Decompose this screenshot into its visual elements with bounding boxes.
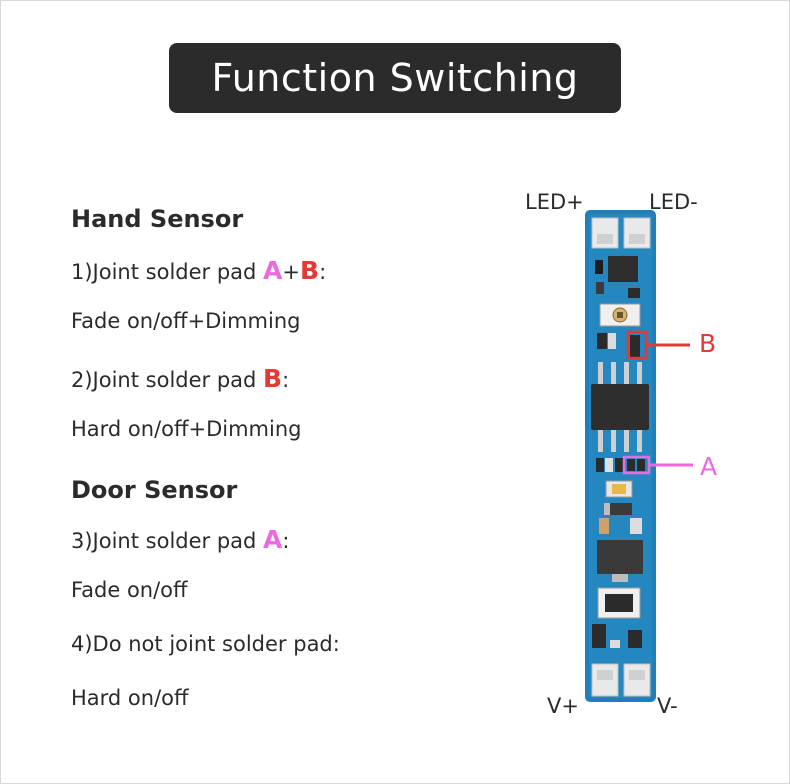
- item1-plus: +: [282, 260, 301, 284]
- item2-desc: Hard on/off+Dimming: [71, 417, 302, 441]
- item1-desc: Fade on/off+Dimming: [71, 309, 301, 333]
- item3-suffix: :: [282, 529, 290, 553]
- item1-prefix: 1)Joint solder pad: [71, 260, 264, 284]
- item4-line: 4)Do not joint solder pad:: [71, 632, 340, 656]
- page-title: Function Switching: [211, 56, 579, 100]
- callout-a-label: A: [700, 452, 718, 481]
- door-sensor-heading: Door Sensor: [71, 476, 238, 504]
- hand-sensor-heading: Hand Sensor: [71, 205, 244, 233]
- item2-prefix: 2)Joint solder pad: [71, 368, 264, 392]
- item3-prefix: 3)Joint solder pad: [71, 529, 264, 553]
- item3-pad-a: A: [263, 525, 283, 554]
- item1-pad-b: B: [300, 256, 320, 285]
- transistor-top: [608, 256, 638, 282]
- indicator-led: [612, 484, 626, 494]
- v-plus-label: V+: [547, 694, 579, 718]
- led-plus-pad: [591, 217, 619, 249]
- v-minus-label: V-: [657, 694, 678, 718]
- led-plus-label: LED+: [525, 190, 584, 214]
- title-banner: Function Switching: [169, 43, 621, 113]
- item2-suffix: :: [282, 368, 290, 392]
- item3-line: 3)Joint solder pad A:: [71, 525, 289, 554]
- item2-line: 2)Joint solder pad B:: [71, 364, 289, 393]
- item1-line: 1)Joint solder pad A+B:: [71, 256, 326, 285]
- led-minus-label: LED-: [649, 190, 698, 214]
- item2-pad-b: B: [263, 364, 283, 393]
- ic-chip: [591, 384, 649, 430]
- callout-b-label: B: [699, 329, 717, 358]
- item3-desc: Fade on/off: [71, 578, 188, 602]
- item4-desc: Hard on/off: [71, 686, 189, 710]
- voltage-regulator: [597, 540, 643, 574]
- v-plus-pad: [591, 663, 619, 697]
- item1-suffix: :: [319, 260, 327, 284]
- item1-pad-a: A: [263, 256, 283, 285]
